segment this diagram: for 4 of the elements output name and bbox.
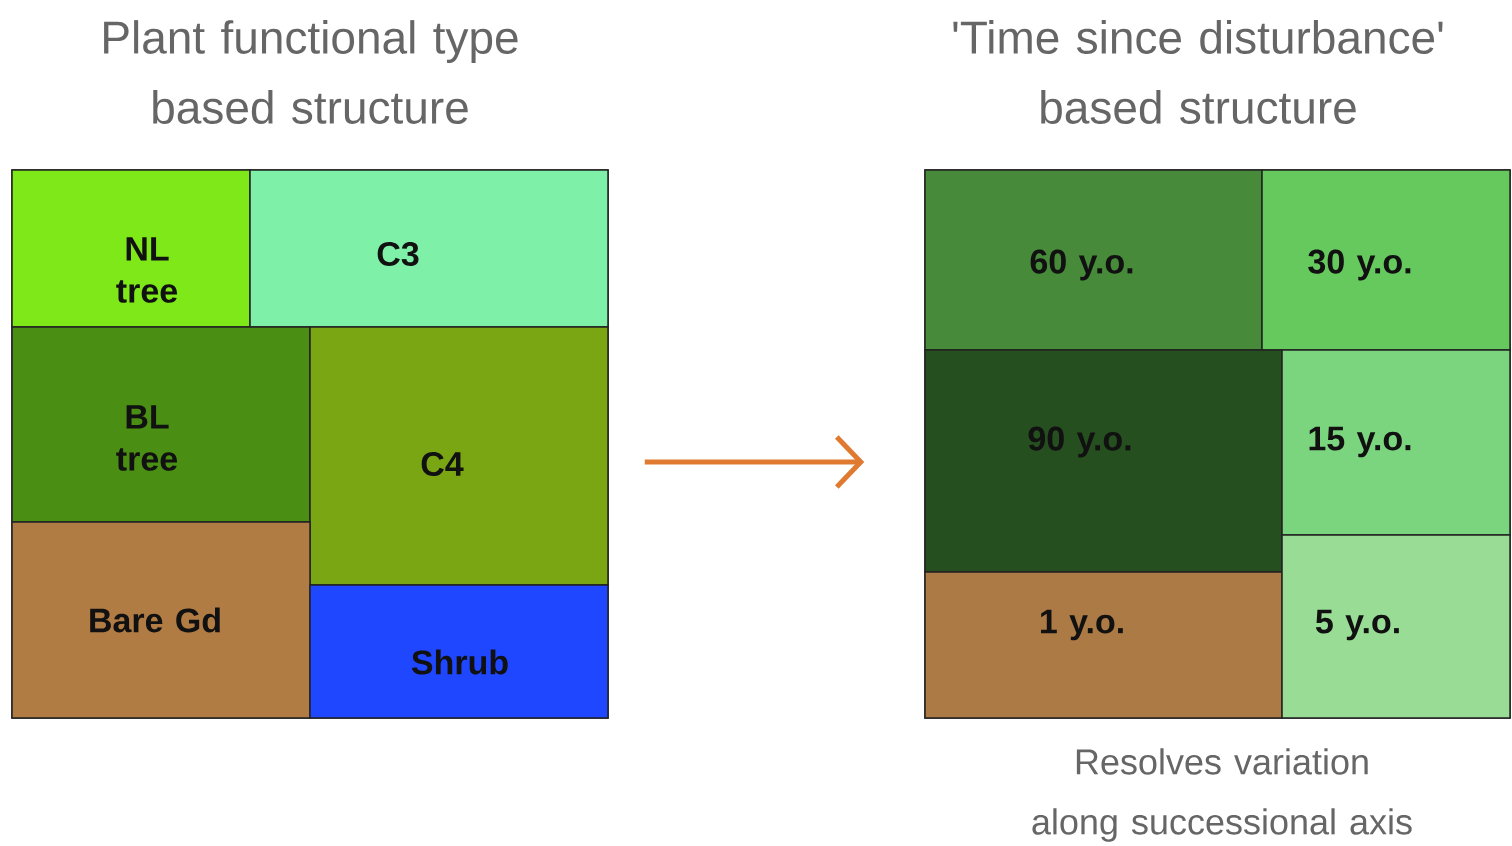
panel-heading: 'Time since disturbance' based structure: [953, 20, 1443, 124]
node-label: Resolves variation along successional axis: [1032, 748, 1412, 842]
panel-heading: Plant functional type based structure: [104, 20, 518, 124]
arrow: [644, 435, 865, 489]
